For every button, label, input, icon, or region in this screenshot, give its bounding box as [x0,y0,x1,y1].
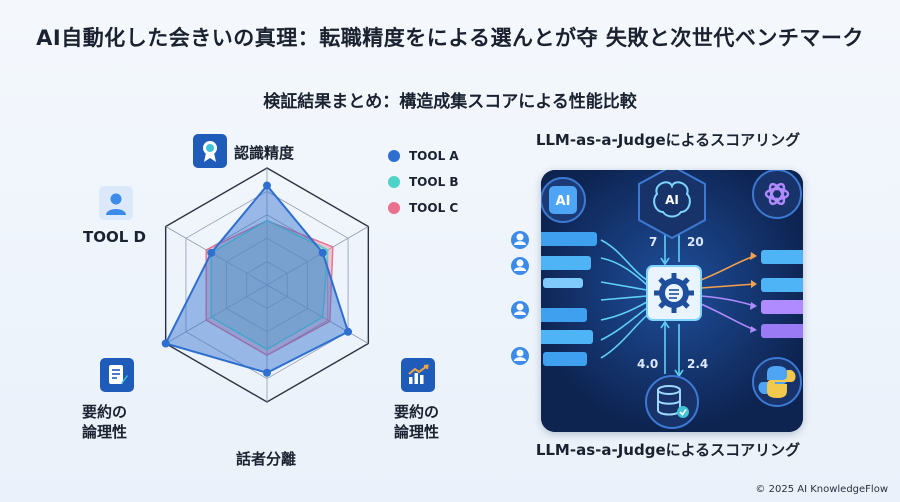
legend-label-tool-c: TOOL C [409,201,459,215]
radar-series-tool-a [164,183,350,374]
medal-icon [193,134,227,168]
radar-spoke [165,284,268,344]
axis-label-lower-right: 要約の 論理性 [394,403,440,441]
llm-title-top: LLM-as-a-Judgeによるスコアリング [535,131,801,149]
arrow-heads-orange [750,252,757,288]
document-edit-icon [100,358,134,392]
openai-icon [752,170,802,219]
brain-icon: AI [638,170,706,240]
radar-point-tool-a [344,327,353,336]
radar-point-tool-a [161,339,170,348]
llm-judge-panel: AI AI [541,170,803,432]
radar-point-tool-a [263,368,271,377]
llm-diagram: AI AI [541,170,803,432]
legend-label-tool-b: TOOL B [409,175,459,189]
page-subtitle: 検証結果まとめ：構造成集スコアによる性能比較 [263,92,637,112]
radar-series-tool-c [205,219,334,357]
ai-chip-icon: AI [541,177,586,223]
user-icon [511,231,529,249]
radar-point-tool-a [207,248,216,257]
ai-chip-label: AI [556,194,571,209]
score-top-right: 20 [687,235,704,249]
brain-label: AI [665,193,679,207]
legend-tool-b: TOOL B [388,175,459,189]
radar-spoke [165,226,268,286]
radar-series-group [161,181,353,377]
legend-tool-a: TOOL A [388,149,459,163]
chat-bubbles-left [541,232,597,366]
copyright: © 2025 AI KnowledgeFlow [755,484,888,495]
python-icon [752,357,802,407]
legend-dot-tool-b [388,176,400,188]
score-top-left: 7 [649,235,657,249]
gear-icon [646,265,702,321]
radar-point-tool-a [263,181,271,190]
database-icon [645,375,699,429]
user-icon [99,186,133,220]
axis-label-bottom: 話者分離 [236,450,297,468]
radar-spoke [266,226,369,286]
user-icon [511,257,529,275]
legend-dot-tool-a [388,150,400,162]
arrow-heads-purple [750,302,757,333]
chart-up-icon [401,358,435,392]
legend-tool-c: TOOL C [388,201,458,215]
axis-label-lower-left: 要約の 論理性 [82,403,128,441]
legend-dot-tool-c [388,202,400,214]
page-title: AI自動化した会きいの真理：転職精度をによる選んとが夺 失敗と次世代ベンチマーク [36,26,864,50]
legend-label-tool-a: TOOL A [409,149,459,163]
score-bottom-left: 4.0 [637,357,658,371]
axis-label-upper-left: TOOL D [83,228,146,246]
user-icon [511,347,529,365]
chat-bubbles-right [761,250,803,338]
llm-title-bottom: LLM-as-a-Judgeによるスコアリング [535,441,801,459]
axis-label-top: 認識精度 [234,144,295,162]
user-avatars [511,231,529,365]
user-icon [511,301,529,319]
score-bottom-right: 2.4 [687,357,708,371]
radar-point-tool-a [318,248,327,257]
